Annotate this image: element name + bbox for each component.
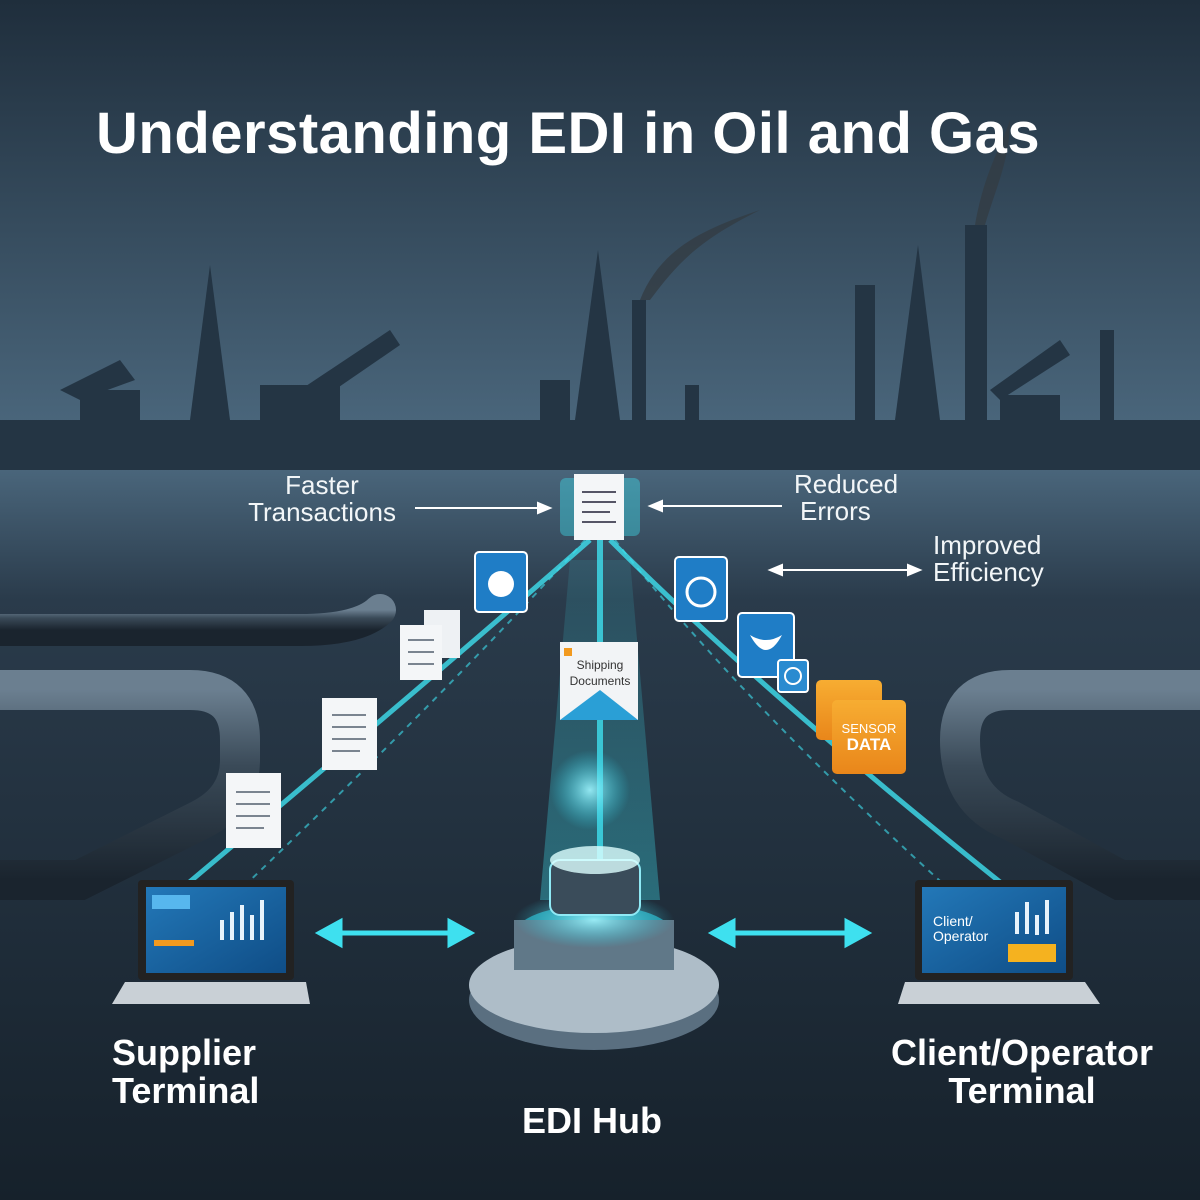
connection-arrows xyxy=(314,917,873,949)
shipping-documents-label: Shipping Documents xyxy=(562,658,638,689)
screen-line: Operator xyxy=(933,928,989,945)
sensor-data-label: SENSOR DATA xyxy=(832,721,906,755)
benefit-improved-efficiency: Improved Efficiency xyxy=(933,530,1044,588)
doc-line: Documents xyxy=(569,673,631,688)
benefit-arrows xyxy=(415,499,923,577)
oil-field-skyline xyxy=(0,120,1200,470)
sensor-line: DATA xyxy=(846,735,892,755)
client-screen-label: Client/ Operator xyxy=(933,913,989,945)
page-title: Understanding EDI in Oil and Gas xyxy=(96,101,1041,166)
pipelines xyxy=(0,566,1200,900)
benefit-faster-transactions: Faster Transactions xyxy=(236,470,408,528)
screen-line: Client/ xyxy=(933,913,973,929)
document-icons-left xyxy=(226,551,528,848)
node-line: Client/Operator xyxy=(890,1032,1154,1073)
supplier-terminal-label: Supplier Terminal xyxy=(112,1034,259,1110)
benefit-line: Improved xyxy=(933,530,1042,560)
edi-hub-label: EDI Hub xyxy=(522,1100,662,1141)
supplier-laptop-icon xyxy=(112,880,310,1004)
benefit-line: Transactions xyxy=(248,497,396,528)
benefit-line: Reduced xyxy=(794,469,899,499)
document-icons-right xyxy=(560,556,906,774)
benefit-reduced-errors: Reduced Errors xyxy=(794,469,899,527)
benefit-line: Faster xyxy=(285,470,359,500)
node-line: Terminal xyxy=(112,1069,260,1111)
node-line: Supplier xyxy=(112,1032,257,1073)
benefit-line: Efficiency xyxy=(933,557,1044,588)
node-line: Terminal xyxy=(948,1069,1096,1111)
client-terminal-label: Client/Operator Terminal xyxy=(880,1034,1164,1110)
doc-line: Shipping xyxy=(576,658,624,672)
edi-hub-icon xyxy=(469,750,719,1050)
client-laptop-icon xyxy=(898,880,1100,1004)
benefit-line: Errors xyxy=(800,496,871,527)
sensor-line: SENSOR xyxy=(841,721,897,736)
central-document-icon xyxy=(560,474,640,540)
